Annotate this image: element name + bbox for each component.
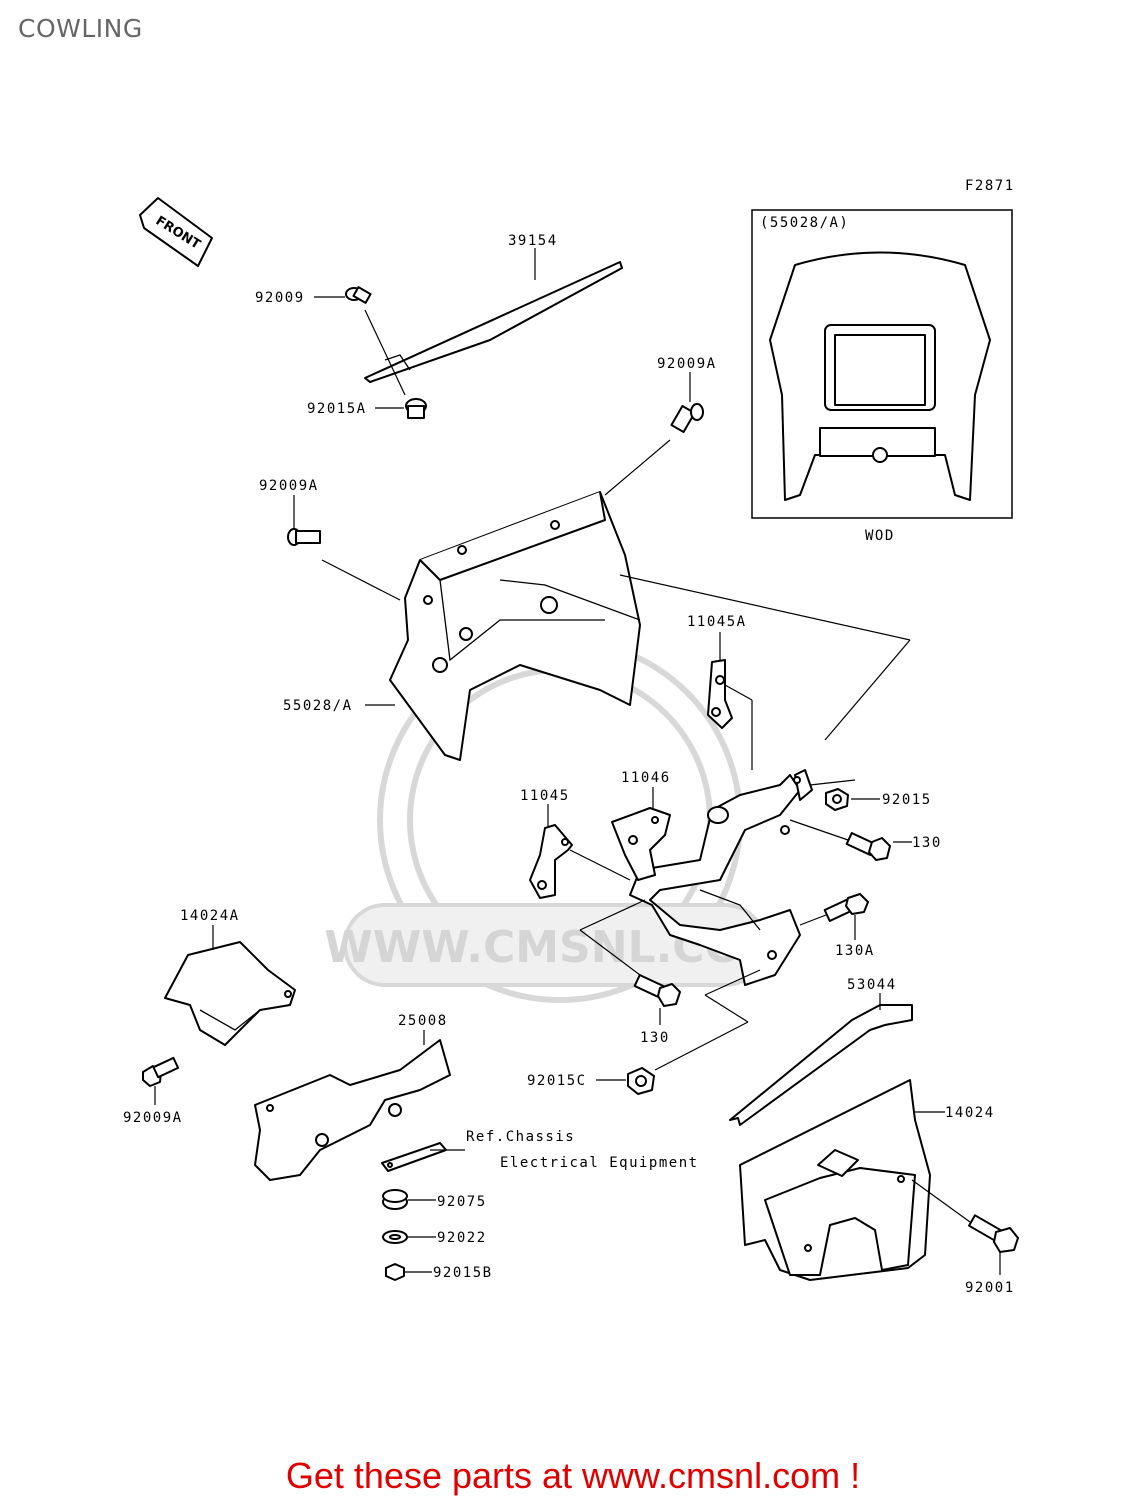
callout-11045: 11045 (520, 788, 570, 804)
callout-130A: 130A (835, 943, 875, 959)
ref-note-line2: Electrical Equipment (500, 1155, 699, 1171)
washer-92022-icon[interactable] (382, 1230, 408, 1244)
bushing-92015A-icon[interactable] (405, 398, 427, 419)
callout-39154: 39154 (508, 233, 558, 249)
callout-92009A-bottom: 92009A (123, 1110, 183, 1126)
callout-53044: 53044 (847, 977, 897, 993)
nut-92015B-icon[interactable] (385, 1263, 405, 1281)
callout-11045A: 11045A (687, 614, 747, 630)
callout-130-right: 130 (912, 835, 942, 851)
bolt-92009A-bottom-icon[interactable] (142, 1056, 180, 1087)
inset-caption: WOD (865, 528, 895, 544)
callout-14024: 14024 (945, 1105, 995, 1121)
callout-92015B: 92015B (433, 1265, 493, 1281)
page-title: COWLING (18, 14, 143, 43)
callout-92022: 92022 (437, 1230, 487, 1246)
part-ref-chassis-strip (381, 1142, 447, 1172)
callout-130-bottom: 130 (640, 1030, 670, 1046)
bolt-130-right-icon[interactable] (845, 832, 891, 861)
front-arrow-icon: FRONT (139, 197, 213, 267)
promo-footer-link[interactable]: Get these parts at www.cmsnl.com ! (285, 1455, 861, 1496)
grommet-92075-icon[interactable] (382, 1189, 408, 1210)
nut-92015C-icon[interactable] (627, 1067, 655, 1095)
part-headlight-bracket[interactable] (629, 769, 813, 986)
ref-note-line1: Ref.Chassis (466, 1129, 575, 1145)
bolt-92009A-top-icon[interactable] (670, 403, 704, 434)
bolt-92001-icon[interactable] (968, 1214, 1019, 1253)
callout-92015: 92015 (882, 792, 932, 808)
bolt-130-bottom-icon[interactable] (633, 974, 681, 1007)
screw-92009-icon[interactable] (345, 286, 372, 304)
callout-92009A-left: 92009A (259, 478, 319, 494)
callout-14024A: 14024A (180, 908, 240, 924)
callout-92001: 92001 (965, 1280, 1015, 1296)
part-11045-bracket[interactable] (529, 824, 573, 899)
part-25008-bracket[interactable] (254, 1039, 451, 1181)
callout-92015C: 92015C (527, 1073, 587, 1089)
callout-92009A-top: 92009A (657, 356, 717, 372)
part-11045A-bracket[interactable] (707, 659, 733, 729)
callout-92075: 92075 (437, 1194, 487, 1210)
part-14024-cover[interactable] (739, 1079, 931, 1281)
callout-55028A: 55028/A (283, 698, 353, 714)
bolt-92009A-left-icon[interactable] (287, 528, 321, 546)
part-11046-bracket[interactable] (611, 807, 671, 881)
part-39154-strip[interactable] (364, 261, 623, 383)
callout-11046: 11046 (621, 770, 671, 786)
callout-92009: 92009 (255, 290, 305, 306)
part-55028A-cowling[interactable] (389, 491, 641, 761)
callout-25008: 25008 (398, 1013, 448, 1029)
callout-92015A: 92015A (307, 401, 367, 417)
part-53044-trim[interactable] (729, 1004, 913, 1126)
figure-code: F2871 (965, 178, 1015, 194)
inset-title: (55028/A) (760, 215, 849, 231)
nut-92015-icon[interactable] (825, 788, 849, 811)
bolt-130A-icon[interactable] (823, 893, 869, 922)
part-14024A-cover[interactable] (164, 941, 296, 1046)
inset-cowling-view: (55028/A) WOD (751, 209, 1013, 544)
